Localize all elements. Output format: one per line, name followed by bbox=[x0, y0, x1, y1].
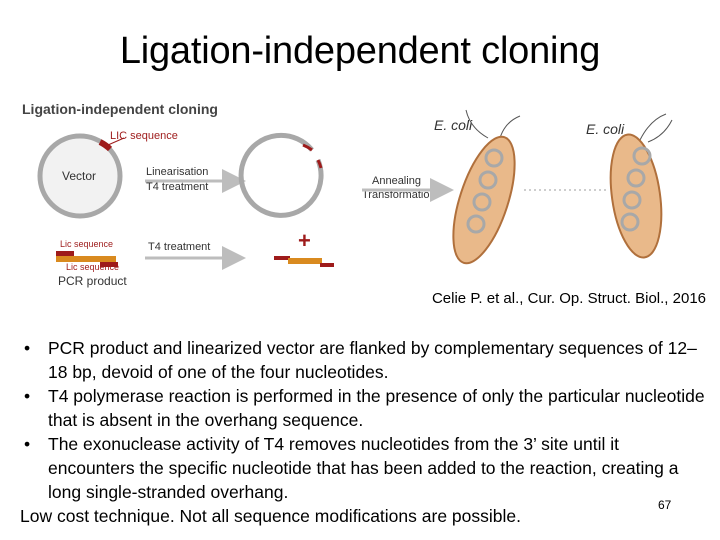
pcr-product-right-lic bbox=[100, 262, 118, 267]
bullet-dot: • bbox=[24, 338, 31, 358]
treated-insert bbox=[288, 258, 322, 264]
treated-insert-right bbox=[320, 263, 334, 267]
bullet-text: PCR product and linearized vector are fl… bbox=[48, 338, 697, 382]
lic-sequence-label: LIC sequence bbox=[110, 130, 178, 142]
pcr-product-left-lic bbox=[56, 251, 74, 256]
bullet-list: • PCR product and linearized vector are … bbox=[20, 336, 710, 528]
citation: Celie P. et al., Cur. Op. Struct. Biol.,… bbox=[431, 290, 706, 307]
bullet-dot: • bbox=[24, 434, 31, 454]
lic-seq-small-label-2: Lic sequence bbox=[66, 262, 119, 272]
lic-figure: Ligation-independent cloning LIC sequenc… bbox=[22, 101, 673, 288]
lic-site-marker bbox=[98, 139, 113, 152]
linearisation-label: Linearisation bbox=[146, 166, 208, 178]
t4-treatment-label-2: T4 treatment bbox=[148, 241, 210, 253]
vector-plasmid bbox=[37, 133, 123, 219]
t4-treatment-label: T4 treatment bbox=[146, 181, 208, 193]
bullet-dot: • bbox=[24, 386, 31, 406]
bullet-item: • PCR product and linearized vector are … bbox=[20, 336, 710, 384]
transformation-label: Transformation bbox=[362, 189, 436, 201]
pcr-product-insert bbox=[56, 256, 116, 262]
bullet-text: The exonuclease activity of T4 removes n… bbox=[48, 434, 679, 502]
plus-sign: + bbox=[298, 228, 311, 253]
vector-overhang-1 bbox=[302, 143, 313, 152]
closing-line: Low cost technique. Not all sequence mod… bbox=[20, 506, 521, 526]
bullet-item: • T4 polymerase reaction is performed in… bbox=[20, 384, 710, 432]
figure-heading: Ligation-independent cloning bbox=[22, 101, 218, 117]
lic-seq-small-label-1: Lic sequence bbox=[60, 239, 113, 249]
ecoli-label-1: E. coli bbox=[434, 117, 473, 133]
ecoli-bacterium-2 bbox=[609, 113, 673, 259]
ecoli-bacterium-1 bbox=[452, 109, 521, 265]
bullet-text: T4 polymerase reaction is performed in t… bbox=[48, 386, 705, 430]
pcr-product-label: PCR product bbox=[58, 274, 127, 288]
vector-label: Vector bbox=[62, 169, 96, 183]
ecoli-label-2: E. coli bbox=[586, 121, 625, 137]
annealing-label: Annealing bbox=[372, 175, 421, 187]
treated-insert-left bbox=[274, 256, 290, 260]
vector-overhang-2 bbox=[316, 159, 323, 169]
lic-sequence-pointer bbox=[107, 137, 125, 146]
slide-title: Ligation-independent cloning bbox=[119, 30, 601, 72]
page-number: 67 bbox=[658, 498, 672, 512]
bullet-item: • The exonuclease activity of T4 removes… bbox=[20, 432, 710, 504]
linearised-vector bbox=[238, 132, 324, 218]
